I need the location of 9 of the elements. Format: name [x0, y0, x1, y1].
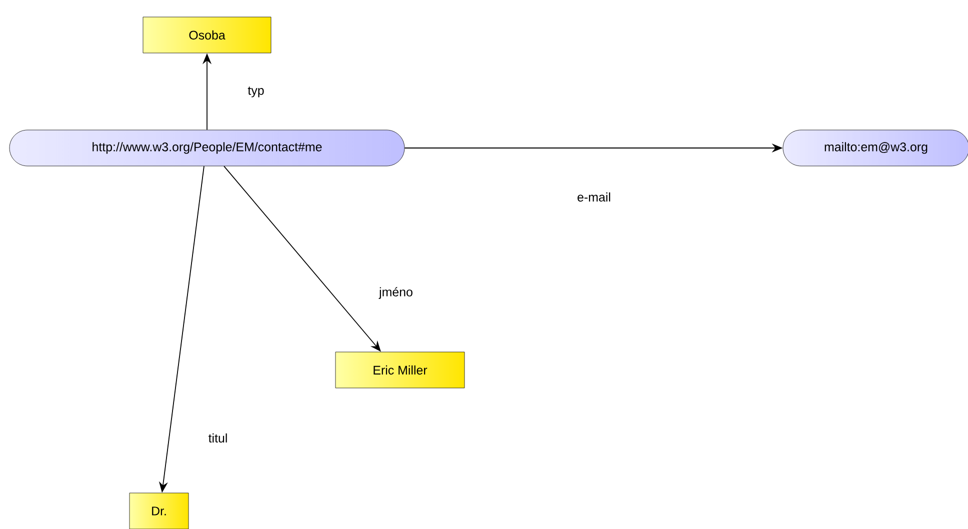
edge-label: typ [246, 86, 266, 98]
literal-box: Eric Miller [335, 352, 465, 388]
resource-pill: http://www.w3.org/People/EM/contact#me [9, 130, 405, 166]
resource-pill: mailto:em@w3.org [782, 130, 968, 166]
edge-label: jméno [378, 286, 414, 300]
edge-label: e-mail [576, 191, 612, 203]
literal-box: Dr. [129, 492, 189, 529]
literal-box: Osoba [142, 16, 272, 54]
edge-label: titul [207, 432, 229, 444]
